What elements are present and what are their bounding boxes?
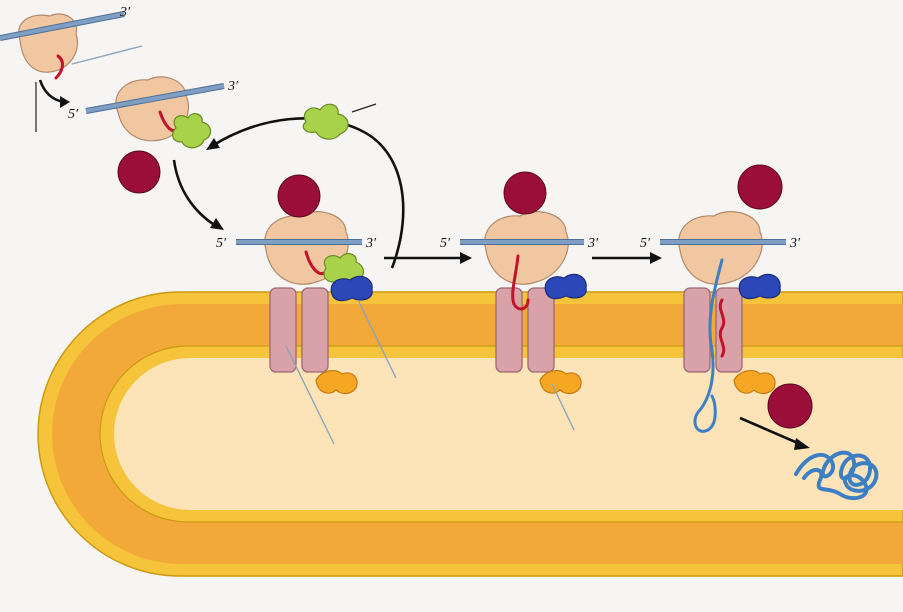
- translocon-left: [683, 287, 711, 373]
- signal-peptidase: [539, 370, 582, 395]
- mrna-strand: [0, 12, 125, 40]
- signal-sequence-chain: [511, 254, 530, 311]
- ribosome: [678, 211, 763, 285]
- signal-peptidase: [733, 370, 776, 395]
- cleaved-signal-sequence: [718, 298, 726, 358]
- translocon-right: [527, 287, 555, 373]
- step-marker-4: [737, 164, 783, 210]
- ribosome: [484, 211, 569, 285]
- stage-1-free-ribosome: 3′: [0, 5, 143, 132]
- label-leader-srp: [351, 103, 377, 113]
- five-prime-label: 5′: [216, 236, 227, 251]
- step-marker-2: [277, 174, 321, 218]
- srp-receptor: [544, 273, 587, 300]
- arrowhead: [206, 138, 220, 150]
- er-lumen: [114, 358, 903, 510]
- folded-protein: [794, 450, 879, 501]
- three-prime-label: 3′: [789, 236, 801, 251]
- step-marker-3: [503, 171, 547, 215]
- nascent-polypeptide: [693, 258, 724, 433]
- srp-particle: [172, 113, 212, 149]
- mrna-strand: [85, 84, 225, 113]
- step-marker-1: [117, 150, 161, 194]
- step-arrow-5: [739, 416, 801, 446]
- three-prime-label: 3′: [587, 236, 599, 251]
- arrowhead: [650, 252, 662, 264]
- five-prime-label: 5′: [640, 236, 651, 251]
- three-prime-label: 3′: [365, 236, 377, 251]
- translocon-right: [301, 287, 329, 373]
- arrowhead: [210, 218, 224, 230]
- label-leader-signal: [71, 45, 143, 65]
- arrowhead: [460, 252, 472, 264]
- free-srp: [302, 103, 349, 140]
- translocon-left: [269, 287, 297, 373]
- stage-4-insertion: 5′ 3′: [440, 171, 662, 431]
- five-prime-label: 5′: [68, 107, 79, 122]
- label-leader-receptor: [357, 299, 397, 379]
- three-prime-label: 3′: [119, 5, 131, 20]
- label-leader-peptidase: [551, 383, 575, 431]
- five-prime-label: 5′: [440, 236, 451, 251]
- stage-3-docking: 5′ 3′: [216, 174, 472, 445]
- step-marker-5: [767, 383, 813, 429]
- arrowhead: [794, 438, 810, 450]
- er-membrane: [37, 291, 903, 577]
- step-arrow-2: [172, 159, 217, 228]
- signal-peptidase: [315, 370, 358, 395]
- srp-receptor: [738, 273, 781, 300]
- srp-recycling: [206, 103, 405, 269]
- label-leader-translocon: [285, 345, 335, 445]
- srp-recycle-arrow: [211, 117, 405, 269]
- three-prime-label: 3′: [227, 79, 239, 94]
- stage-2-srp-binding: 5′ 3′: [68, 76, 239, 230]
- stage-5-elongation: 5′ 3′: [640, 164, 879, 501]
- translocon-left: [495, 287, 523, 373]
- signal-sequence-chain: [54, 54, 64, 80]
- srp-receptor: [330, 275, 373, 302]
- arrowhead: [60, 96, 70, 108]
